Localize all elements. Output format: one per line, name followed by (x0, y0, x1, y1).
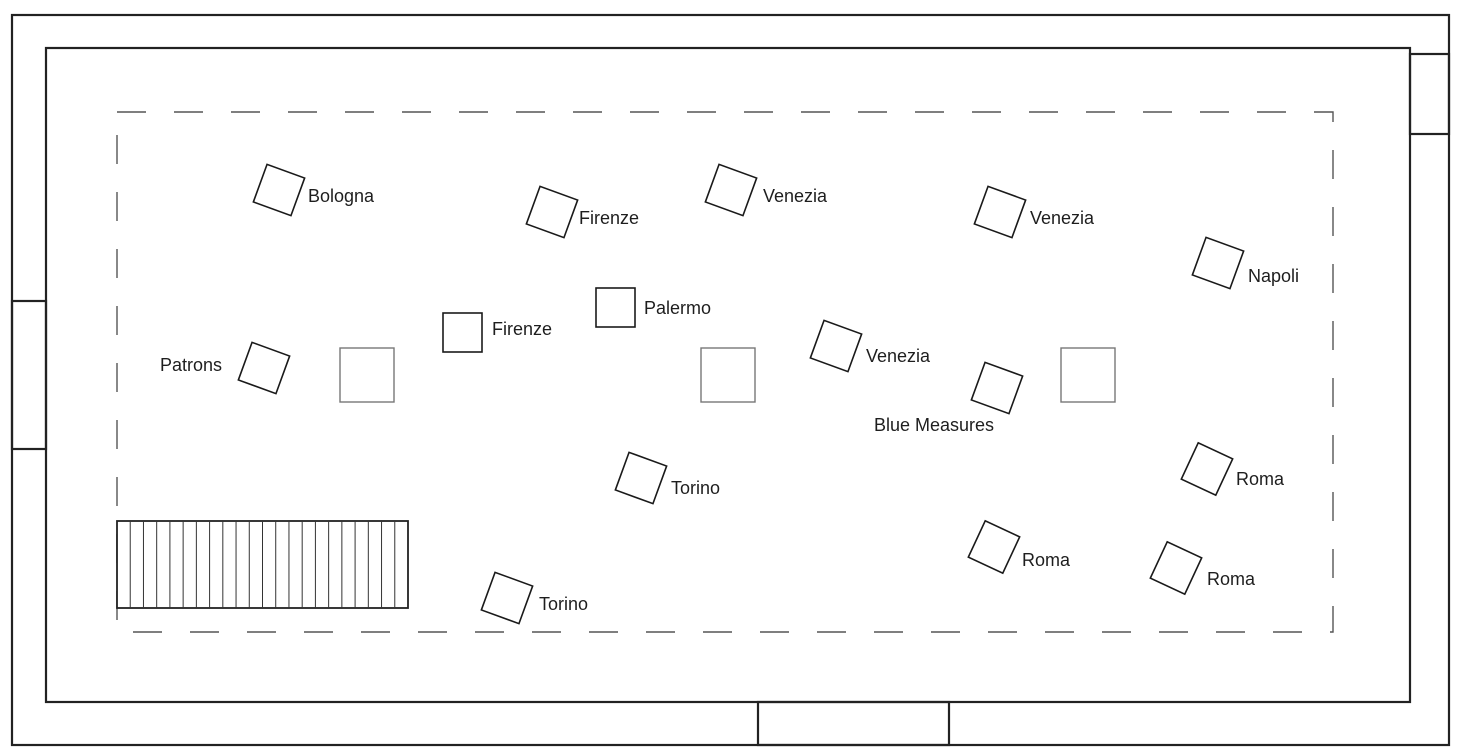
artwork-label: Firenze (492, 319, 552, 339)
artwork-label: Palermo (644, 298, 711, 318)
artwork-roma[interactable]: Roma (967, 519, 1071, 575)
artwork-roma[interactable]: Roma (1180, 441, 1285, 497)
pillar (700, 347, 756, 403)
artwork-marker[interactable] (704, 163, 758, 217)
artwork-label: Roma (1022, 550, 1071, 570)
artwork-napoli[interactable]: Napoli (1191, 236, 1299, 290)
artwork-torino[interactable]: Torino (614, 451, 720, 505)
artwork-marker[interactable] (480, 571, 534, 625)
artwork-label: Torino (671, 478, 720, 498)
artwork-marker[interactable] (237, 341, 291, 395)
artwork-roma[interactable]: Roma (1149, 540, 1256, 596)
artwork-venezia[interactable]: Venezia (809, 319, 931, 373)
artwork-label: Firenze (579, 208, 639, 228)
artwork-label: Roma (1236, 469, 1285, 489)
artwork-palermo[interactable]: Palermo (595, 287, 711, 328)
pillar (1060, 347, 1116, 403)
artwork-firenze[interactable]: Firenze (442, 312, 552, 353)
artwork-label: Napoli (1248, 266, 1299, 286)
door-south[interactable] (756, 700, 951, 747)
artwork-label: Bologna (308, 186, 375, 206)
artwork-label: Venezia (763, 186, 828, 206)
artwork-marker[interactable] (442, 312, 483, 353)
artwork-label: Roma (1207, 569, 1256, 589)
artwork-venezia[interactable]: Venezia (973, 185, 1095, 239)
artwork-marker[interactable] (614, 451, 668, 505)
exhibit-boundary (116, 111, 1334, 633)
staircase[interactable] (116, 520, 409, 609)
artwork-label: Patrons (160, 355, 222, 375)
artwork-torino[interactable]: Torino (480, 571, 588, 625)
artwork-patrons[interactable]: Patrons (160, 341, 291, 395)
artwork-label: Venezia (866, 346, 931, 366)
artwork-firenze[interactable]: Firenze (525, 185, 639, 239)
artwork-marker[interactable] (1191, 236, 1245, 290)
artwork-marker[interactable] (809, 319, 863, 373)
artwork-label: Blue Measures (874, 415, 994, 435)
artwork-marker[interactable] (970, 361, 1024, 415)
artwork-label: Venezia (1030, 208, 1095, 228)
artwork-marker[interactable] (973, 185, 1027, 239)
artwork-marker[interactable] (525, 185, 579, 239)
artwork-marker[interactable] (967, 519, 1021, 575)
artwork-marker[interactable] (1180, 441, 1234, 497)
artwork-venezia[interactable]: Venezia (704, 163, 828, 217)
door-east[interactable] (1408, 52, 1451, 136)
door-west[interactable] (10, 299, 48, 451)
artwork-marker[interactable] (595, 287, 636, 328)
artwork-bologna[interactable]: Bologna (252, 163, 375, 217)
artwork-label: Torino (539, 594, 588, 614)
stair-treads (129, 521, 396, 608)
pillar (339, 347, 395, 403)
artwork-marker[interactable] (1149, 540, 1203, 596)
artwork-blue-measures[interactable]: Blue Measures (874, 361, 1024, 435)
artwork-marker[interactable] (252, 163, 306, 217)
